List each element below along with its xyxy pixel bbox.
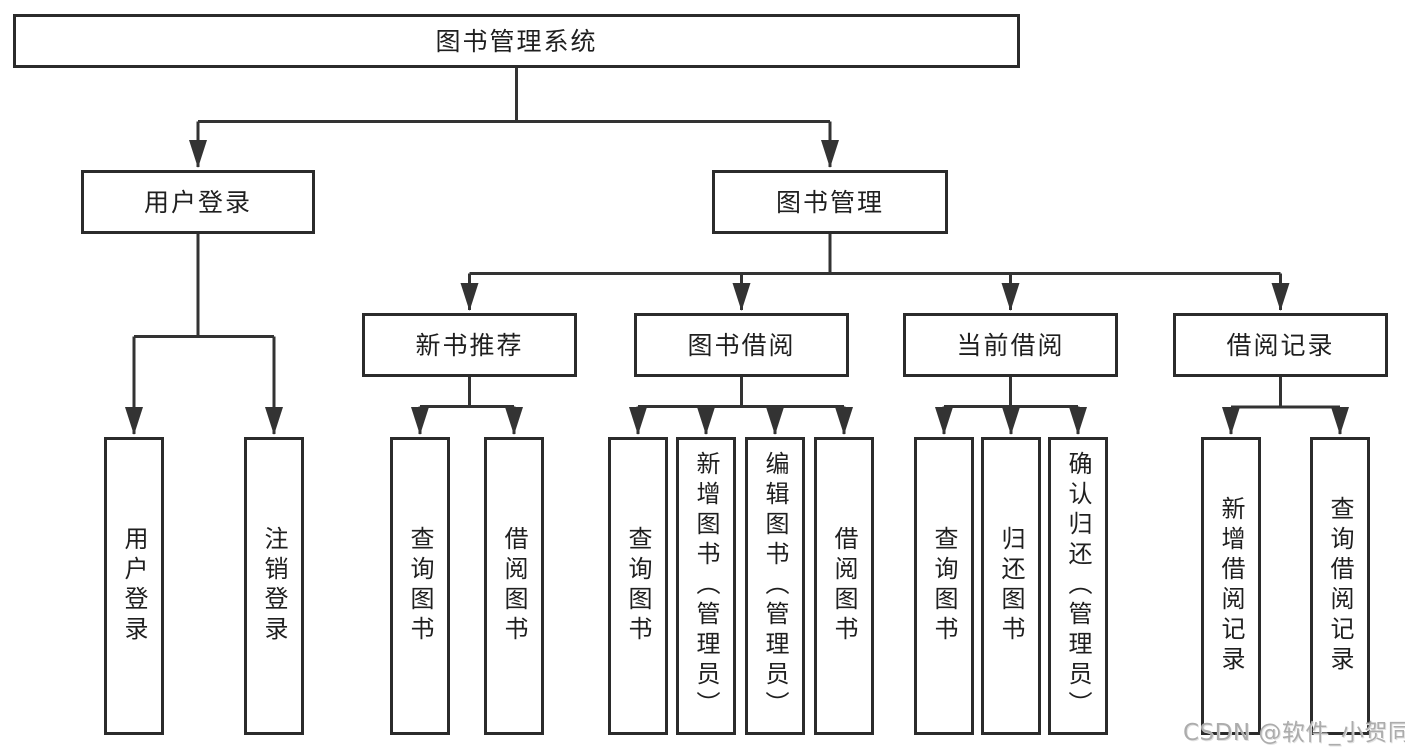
node-borrow-records: 借阅记录 (1173, 313, 1388, 377)
leaf-bb-query-books-label: 查询图书 (624, 526, 652, 646)
node-book-management-label: 图书管理 (775, 187, 884, 217)
connector-new-book-split (420, 377, 514, 408)
node-borrow-records-label: 借阅记录 (1226, 330, 1335, 360)
leaf-cb-confirm-return-admin-label: 确认归还（管理员） (1064, 451, 1092, 721)
node-book-borrowing: 图书借阅 (634, 313, 849, 377)
leaf-nb-borrow-books-label: 借阅图书 (500, 526, 528, 646)
leaf-bb-query-books: 查询图书 (608, 437, 668, 735)
node-current-borrowing-label: 当前借阅 (956, 330, 1065, 360)
node-book-borrowing-label: 图书借阅 (687, 330, 796, 360)
leaf-cb-return-books: 归还图书 (981, 437, 1041, 735)
leaf-bb-add-books-admin-label: 新增图书（管理员） (692, 451, 720, 721)
leaf-bb-borrow-books-label: 借阅图书 (830, 526, 858, 646)
leaf-bb-edit-books-admin: 编辑图书（管理员） (745, 437, 805, 735)
leaf-bb-edit-books-admin-label: 编辑图书（管理员） (761, 451, 789, 721)
leaf-cb-confirm-return-admin: 确认归还（管理员） (1048, 437, 1108, 735)
connector-user-login-split (134, 234, 274, 338)
node-new-book-recommend-label: 新书推荐 (415, 330, 524, 360)
leaf-logout-label: 注销登录 (260, 526, 288, 646)
leaf-bb-add-books-admin: 新增图书（管理员） (676, 437, 736, 735)
leaf-bb-borrow-books: 借阅图书 (814, 437, 874, 735)
connector-book-management-split (469, 234, 1281, 275)
connector-borrow-records-split (1231, 377, 1340, 409)
connector-current-borrow-split (944, 377, 1078, 408)
leaf-cb-query-books-label: 查询图书 (930, 526, 958, 646)
leaf-user-login-label: 用户登录 (120, 526, 148, 646)
leaf-nb-query-books: 查询图书 (390, 437, 450, 735)
csdn-watermark: CSDN @软件_小贺同学 (1183, 720, 1405, 746)
leaf-logout: 注销登录 (244, 437, 304, 735)
leaf-cb-return-books-label: 归还图书 (997, 526, 1025, 646)
leaf-nb-query-books-label: 查询图书 (406, 526, 434, 646)
node-user-login: 用户登录 (81, 170, 315, 234)
node-user-login-label: 用户登录 (143, 187, 252, 217)
leaf-nb-borrow-books: 借阅图书 (484, 437, 544, 735)
leaf-user-login: 用户登录 (104, 437, 164, 735)
node-book-management: 图书管理 (712, 170, 948, 234)
leaf-br-add-record: 新增借阅记录 (1201, 437, 1261, 735)
leaf-cb-query-books: 查询图书 (914, 437, 974, 735)
node-root-label: 图书管理系统 (435, 26, 598, 56)
connector-book-borrow-split (638, 377, 844, 408)
node-root: 图书管理系统 (13, 14, 1020, 68)
leaf-br-query-record-label: 查询借阅记录 (1326, 496, 1354, 676)
leaf-br-query-record: 查询借阅记录 (1310, 437, 1370, 735)
leaf-br-add-record-label: 新增借阅记录 (1217, 496, 1245, 676)
node-current-borrowing: 当前借阅 (903, 313, 1118, 377)
connector-root-to-level2 (198, 68, 830, 123)
node-new-book-recommend: 新书推荐 (362, 313, 577, 377)
